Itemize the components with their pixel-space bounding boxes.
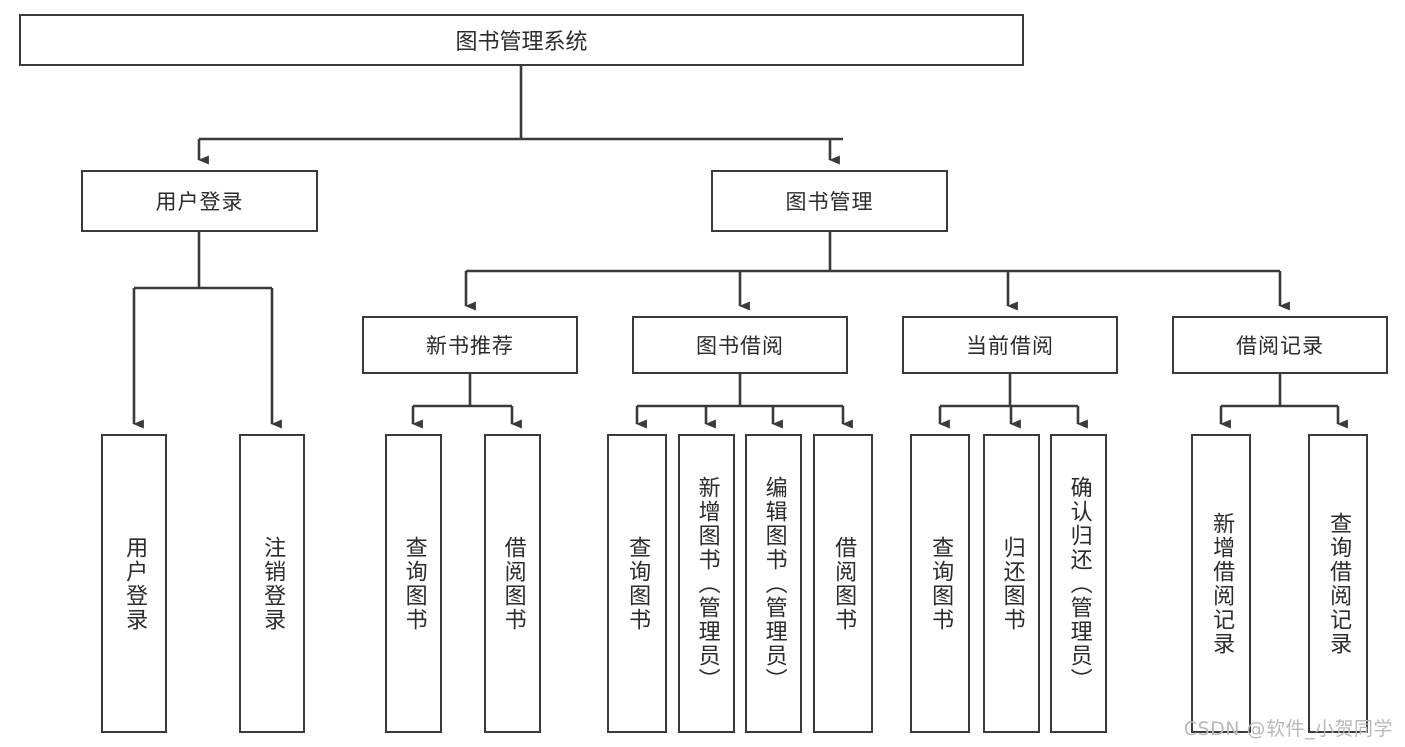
node-level2-user-login[interactable]: 用户登录 [81,170,318,232]
leaf-label: 查询图书 [625,535,651,632]
node-level3-new-book-recommend[interactable]: 新书推荐 [362,316,578,374]
watermark: CSDN @软件_小贺同学 [1183,718,1393,740]
leaf-label: 确认归还（管理员） [1066,475,1092,692]
leaf-label: 新增借阅记录 [1209,511,1235,656]
leaf-query-borrow-record[interactable]: 查询借阅记录 [1308,434,1368,733]
leaf-borrow-book[interactable]: 借阅图书 [813,434,873,733]
node-root[interactable]: 图书管理系统 [19,14,1024,66]
leaf-query-book-borrow[interactable]: 查询图书 [607,434,667,733]
leaf-label: 注销登录 [260,535,286,632]
leaf-label: 查询借阅记录 [1326,511,1352,656]
leaf-edit-book-admin[interactable]: 编辑图书（管理员） [745,434,802,733]
leaf-add-book-admin[interactable]: 新增图书（管理员） [678,434,735,733]
leaf-label: 用户登录 [122,535,148,632]
leaf-borrow-book-recommend[interactable]: 借阅图书 [484,434,541,733]
leaf-label: 借阅图书 [831,535,857,632]
node-level3-borrow-record[interactable]: 借阅记录 [1172,316,1388,374]
leaf-label: 查询图书 [401,535,427,632]
leaf-return-book[interactable]: 归还图书 [983,434,1040,733]
node-label: 借阅记录 [1236,334,1324,358]
leaf-user-logout[interactable]: 注销登录 [239,434,305,733]
leaf-query-book-recommend[interactable]: 查询图书 [385,434,442,733]
leaf-label: 查询图书 [928,535,954,632]
node-level3-current-borrow[interactable]: 当前借阅 [902,316,1118,374]
leaf-label: 借阅图书 [500,535,526,632]
leaf-label: 编辑图书（管理员） [761,475,787,692]
leaf-label: 新增图书（管理员） [694,475,720,692]
leaf-user-login[interactable]: 用户登录 [101,434,167,733]
node-label: 新书推荐 [426,334,514,358]
node-level2-book-management[interactable]: 图书管理 [711,170,948,232]
node-label: 当前借阅 [966,334,1054,358]
leaf-query-book-current[interactable]: 查询图书 [910,434,970,733]
leaf-confirm-return-admin[interactable]: 确认归还（管理员） [1050,434,1107,733]
node-label: 用户登录 [155,190,244,214]
leaf-label: 归还图书 [999,535,1025,632]
node-label: 图书管理 [785,190,874,214]
node-label: 图书借阅 [696,334,784,358]
leaf-add-borrow-record[interactable]: 新增借阅记录 [1191,434,1251,733]
node-level3-book-borrow[interactable]: 图书借阅 [632,316,848,374]
node-root-label: 图书管理系统 [455,30,588,55]
